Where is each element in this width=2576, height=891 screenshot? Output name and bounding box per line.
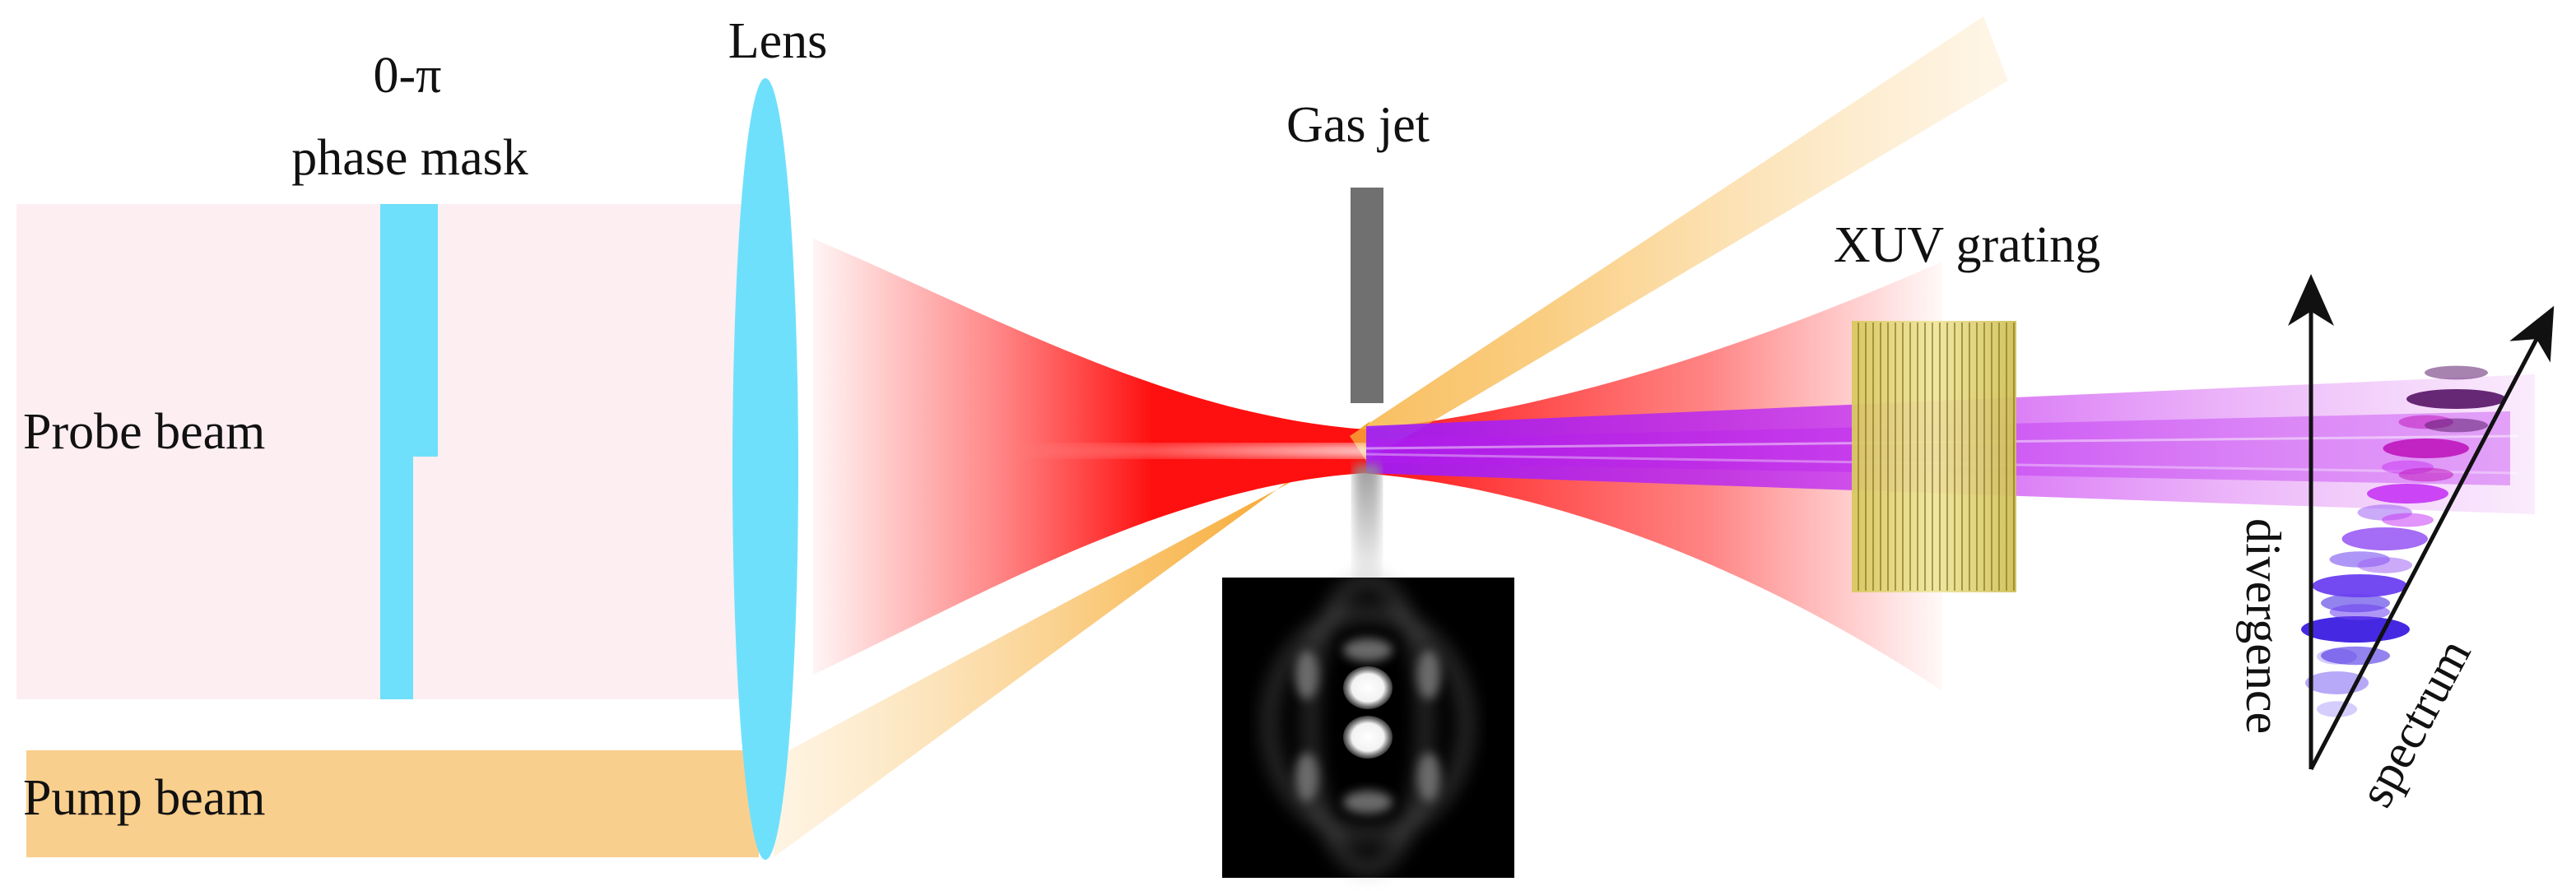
harmonic-peak <box>2425 365 2488 380</box>
lens-label: Lens <box>728 13 828 69</box>
harmonic-peak <box>2321 646 2390 666</box>
harmonic-peak <box>2301 616 2410 643</box>
harmonic-peak <box>2425 418 2488 433</box>
focus-streak <box>1021 444 1374 457</box>
harmonic-peak <box>2357 557 2412 573</box>
harmonic-peak <box>2312 574 2407 597</box>
pump-beam-band <box>26 750 759 857</box>
harmonic-peak <box>2406 389 2506 409</box>
lens-shape <box>732 78 798 860</box>
harmonic-peak <box>2367 484 2448 504</box>
pump-beam-label: Pump beam <box>23 770 265 826</box>
harmonic-peak <box>2398 467 2453 482</box>
harmonic-peak <box>2382 513 2434 527</box>
harmonic-peak <box>2329 604 2390 620</box>
xuv-grating <box>1852 321 2016 592</box>
phase-mask <box>380 204 438 699</box>
phase-mask-label-line2: phase mask <box>291 130 528 186</box>
xuv-grating-label: XUV grating <box>1834 217 2100 273</box>
harmonic-peak <box>2317 701 2357 717</box>
phase-mask-label-line1: 0-π <box>374 48 442 104</box>
pump-beam-incoming <box>774 421 1370 857</box>
harmonic-peak <box>2383 439 2469 458</box>
gas-jet-nozzle <box>1351 188 1383 403</box>
probe-beam-label: Probe beam <box>23 404 265 460</box>
spectrum-axis-arrow-icon <box>2309 305 2555 771</box>
far-field-image <box>1222 576 1514 878</box>
harmonic-peak <box>2341 527 2428 550</box>
pump-beam-outgoing <box>1350 16 2008 461</box>
divergence-label: divergence <box>2236 518 2290 734</box>
gas-jet-plume <box>1354 465 1380 596</box>
gas-jet-label: Gas jet <box>1286 97 1430 153</box>
harmonic-lineouts <box>2301 365 2506 717</box>
